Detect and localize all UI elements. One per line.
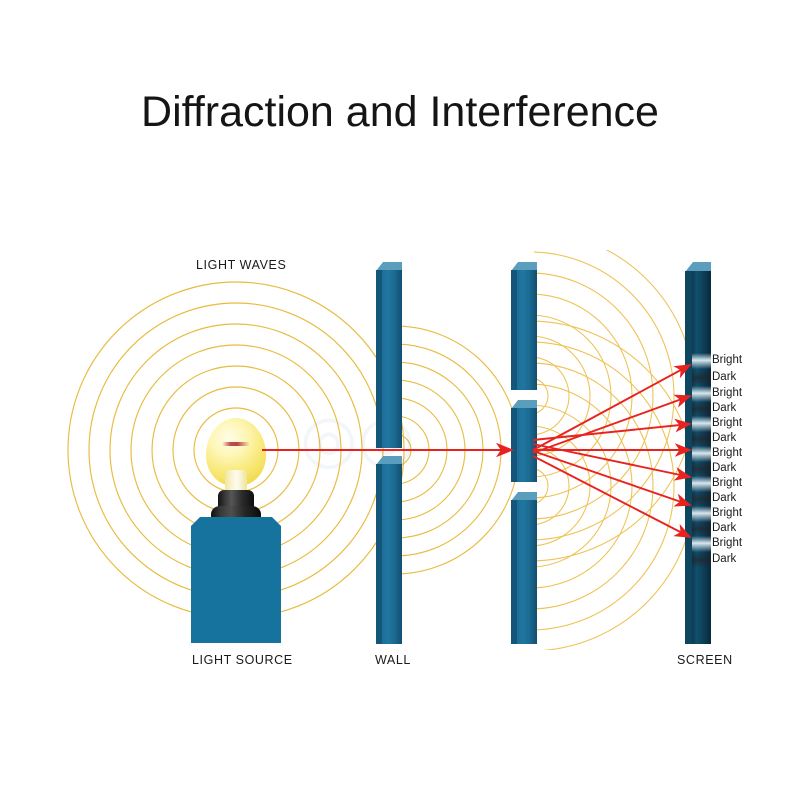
dark-fringe-band — [692, 370, 711, 386]
caption-light-waves: LIGHT WAVES — [196, 258, 287, 272]
barrier-side-face — [511, 270, 518, 390]
fringe-label: Dark — [712, 553, 737, 565]
wall-segment-bottom — [376, 456, 402, 644]
barrier-segment-bottom — [511, 492, 537, 644]
page-title: Diffraction and Interference — [141, 88, 659, 136]
barrier-side-face — [511, 500, 518, 644]
bright-fringe-band — [692, 476, 711, 492]
barrier-front-face — [517, 500, 537, 644]
bright-fringe-band — [692, 506, 711, 522]
barrier-segment-middle — [511, 400, 537, 482]
barrier-front-face — [517, 408, 537, 482]
bright-fringe-band — [692, 386, 711, 402]
wall-front-face — [382, 270, 402, 448]
bulb-filament — [222, 442, 250, 446]
wall-top-face — [376, 456, 402, 465]
barrier-front-face — [517, 270, 537, 390]
light-source-pedestal — [191, 517, 281, 643]
fringe-label: Dark — [712, 371, 737, 383]
fringe-label: Bright — [712, 387, 743, 399]
screen-side-face — [685, 271, 692, 644]
barrier-top-face — [511, 400, 537, 409]
dark-fringe-band — [692, 491, 711, 507]
fringe-label: Bright — [712, 354, 743, 366]
bright-fringe-band — [692, 536, 711, 552]
barrier-segment-top — [511, 262, 537, 390]
diffracted-rays — [532, 364, 692, 538]
fringe-label: Dark — [712, 402, 737, 414]
dark-fringe-band — [692, 552, 711, 568]
dark-fringe-band — [692, 461, 711, 477]
dark-fringe-band — [692, 521, 711, 537]
fringe-label: Dark — [712, 522, 737, 534]
wall-top-face — [376, 262, 402, 271]
bright-fringe-band — [692, 416, 711, 432]
barrier-side-face — [511, 408, 518, 482]
wall-front-face — [382, 464, 402, 644]
screen-bar — [685, 262, 711, 644]
caption-light-source: LIGHT SOURCE — [192, 653, 293, 667]
fringe-label: Dark — [712, 492, 737, 504]
dark-fringe-band — [692, 401, 711, 417]
screen-front-face — [692, 271, 711, 644]
caption-wall: WALL — [375, 653, 411, 667]
fringe-label: Bright — [712, 507, 743, 519]
bulb-neck — [225, 470, 247, 496]
bright-fringe-band — [692, 446, 711, 462]
light-bulb — [198, 418, 274, 528]
barrier-top-face — [511, 262, 537, 271]
fringe-label: Dark — [712, 462, 737, 474]
fringe-label: Dark — [712, 432, 737, 444]
bright-fringe-band — [692, 353, 711, 369]
fringe-label: Bright — [712, 477, 743, 489]
fringe-label: Bright — [712, 417, 743, 429]
fringe-label: Bright — [712, 447, 743, 459]
dark-fringe-band — [692, 431, 711, 447]
screen-top-face — [685, 262, 711, 272]
wall-segment-top — [376, 262, 402, 448]
wall-side-face — [376, 270, 383, 448]
fringe-label: Bright — [712, 537, 743, 549]
barrier-top-face — [511, 492, 537, 501]
caption-screen: SCREEN — [677, 653, 733, 667]
wall-side-face — [376, 464, 383, 644]
